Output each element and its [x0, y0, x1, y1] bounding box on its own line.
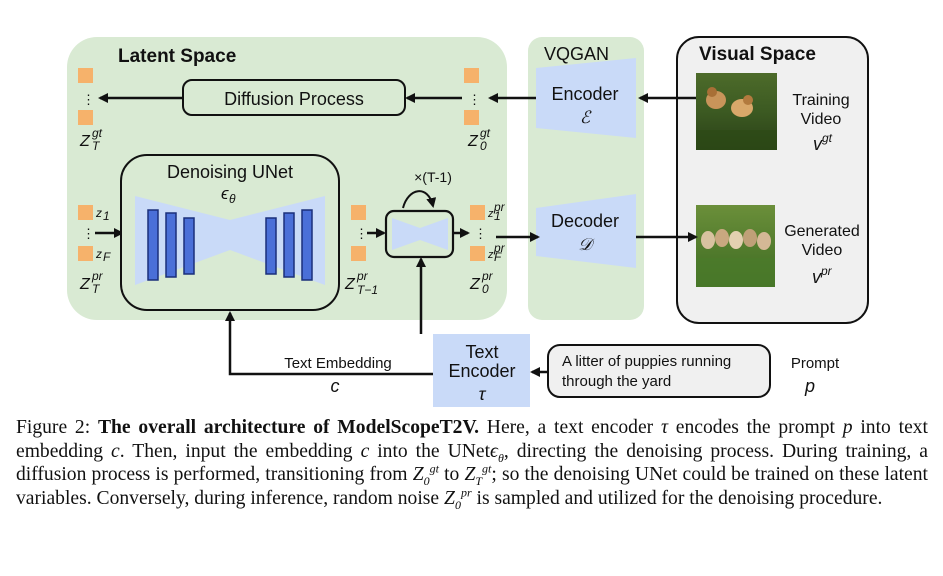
latent-square [464, 110, 479, 125]
svg-text:1: 1 [494, 209, 501, 223]
z-0-pr-label: Z [469, 276, 481, 293]
generated-video-label: Video [802, 242, 843, 259]
caption-title: The overall architecture of ModelScopeT2… [97, 417, 480, 438]
svg-text:pr: pr [820, 264, 833, 278]
svg-text:gt: gt [92, 126, 103, 140]
epsilon-theta-label: ϵ [221, 184, 229, 203]
text-encoder-label: Encoder [448, 361, 515, 381]
unet-bar [265, 217, 277, 275]
decoder-shape [536, 194, 636, 268]
svg-text:pr: pr [356, 269, 369, 283]
p-symbol: p [804, 376, 815, 396]
latent-square [470, 205, 485, 220]
svg-text:T: T [92, 139, 101, 153]
encoder-shape [536, 58, 636, 138]
figure-caption: Figure 2: The overall architecture of Mo… [16, 417, 929, 512]
latent-square [78, 68, 93, 83]
latent-square [351, 205, 366, 220]
latent-square [470, 246, 485, 261]
latent-square [78, 246, 93, 261]
latent-square [78, 110, 93, 125]
svg-text:θ: θ [229, 192, 236, 206]
svg-text:T: T [92, 282, 101, 296]
training-video-label: Training [792, 92, 849, 109]
svg-text:F: F [494, 250, 502, 264]
svg-text:z: z [95, 206, 102, 220]
loop-count-label: ×(T-1) [414, 169, 452, 185]
unet-bar [301, 209, 313, 281]
latent-space-title: Latent Space [118, 46, 236, 67]
prompt-label: Prompt [791, 355, 840, 372]
loop-unet-shape [420, 218, 448, 250]
unet-bar [165, 212, 177, 278]
v-gt-label: v [813, 134, 823, 154]
decoder-symbol: 𝒟 [578, 235, 595, 254]
dots: ⋮ [474, 226, 487, 241]
dots: ⋮ [468, 92, 481, 107]
v-pr-label: v [812, 267, 822, 287]
encoder-symbol: ℰ [580, 108, 592, 127]
training-video-label: Video [801, 111, 842, 128]
z-T-gt-label: Z [79, 133, 91, 150]
dots: ⋮ [82, 92, 95, 107]
encoder-label: Encoder [551, 84, 618, 104]
visual-space-title: Visual Space [699, 44, 816, 65]
prompt-text: A litter of puppies running [562, 353, 731, 370]
svg-text:z: z [487, 208, 494, 220]
svg-text:z: z [487, 249, 494, 261]
latent-square [78, 205, 93, 220]
prompt-text: through the yard [562, 373, 671, 390]
decoder-label: Decoder [551, 211, 619, 231]
svg-text:pr: pr [481, 269, 494, 283]
svg-text:pr: pr [493, 200, 506, 214]
unet-bar [183, 217, 195, 275]
dots: ⋮ [82, 226, 95, 241]
loop-unet-shape [392, 218, 420, 250]
dots: ⋮ [355, 226, 368, 241]
svg-text:pr: pr [91, 269, 104, 283]
unet-bar [283, 212, 295, 278]
z-T-pr-label: Z [79, 276, 91, 293]
vqgan-title: VQGAN [544, 44, 609, 64]
svg-text:T−1: T−1 [357, 283, 378, 297]
text-encoder-label: Text [465, 342, 498, 362]
svg-text:1: 1 [103, 209, 110, 223]
tau-symbol: τ [479, 384, 487, 404]
z-0-gt-label: Z [467, 133, 479, 150]
svg-text:z: z [95, 247, 102, 261]
svg-text:gt: gt [480, 126, 491, 140]
generated-video-image [696, 205, 775, 287]
latent-square [351, 246, 366, 261]
c-symbol: c [331, 376, 340, 396]
generated-video-label: Generated [784, 223, 860, 240]
text-embedding-line [225, 311, 433, 376]
text-embedding-label: Text Embedding [284, 355, 392, 372]
z-T-1-pr-label: Z [344, 276, 356, 293]
text-encoder-box [433, 334, 530, 407]
diffusion-process-label: Diffusion Process [224, 89, 364, 109]
architecture-diagram: Latent Space VQGAN Visual Space ⋮ Z gt T… [67, 36, 869, 407]
training-video-image [696, 73, 777, 150]
latent-square [464, 68, 479, 83]
svg-text:0: 0 [482, 282, 489, 296]
svg-text:0: 0 [480, 139, 487, 153]
svg-text:F: F [103, 250, 111, 264]
prompt-box [547, 344, 771, 398]
svg-text:pr: pr [493, 241, 506, 255]
loop-arrow [402, 190, 437, 209]
svg-text:gt: gt [822, 131, 833, 145]
denoising-unet-label: Denoising UNet [167, 162, 293, 182]
unet-bar [147, 209, 159, 281]
